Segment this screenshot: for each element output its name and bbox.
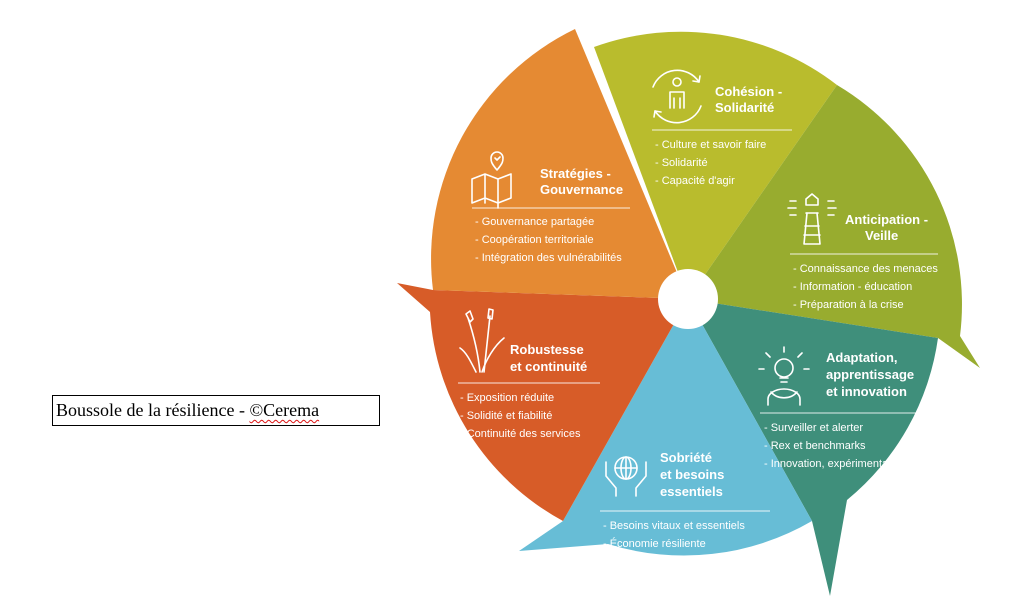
lighthouse-icon <box>787 193 837 245</box>
sector-sobriete-title-2: et besoins <box>660 467 724 482</box>
sector-anticipation-item-2: - Information - éducation <box>793 281 912 293</box>
sector-cohesion-shape <box>594 31 837 299</box>
sector-robustesse-title-2: et continuité <box>510 359 587 374</box>
sector-anticipation-title-2: Veille <box>865 228 898 243</box>
sector-adaptation-item-2: - Rex et benchmarks <box>764 440 866 452</box>
sector-robustesse-title-1: Robustesse <box>510 342 584 357</box>
figure-caption: Boussole de la résilience - ©Cerema <box>52 395 380 426</box>
sector-adaptation-title-3: et innovation <box>826 384 907 399</box>
sector-strategies-item-2: - Coopération territoriale <box>475 234 594 246</box>
sector-sobriete-item-3: - Limites planétaires et ressources <box>603 556 771 568</box>
caption-text: Boussole de la résilience - <box>56 400 250 420</box>
sector-strategies-item-3: - Intégration des vulnérabilités <box>475 252 622 264</box>
sector-adaptation-item-3: - Innovation, expérimentation <box>764 458 906 470</box>
sector-anticipation-item-1: - Connaissance des menaces <box>793 263 938 275</box>
sector-robustesse-item-1: - Exposition réduite <box>460 392 554 404</box>
sector-cohesion-item-3: - Capacité d'agir <box>655 175 735 187</box>
sector-strategies-title-2: Gouvernance <box>540 182 623 197</box>
sector-robustesse-item-3: - Continuité des services <box>460 428 581 440</box>
sector-sobriete-item-1: - Besoins vitaux et essentiels <box>603 520 745 532</box>
sector-cohesion-item-1: - Culture et savoir faire <box>655 139 766 151</box>
lightbulb-head-icon <box>758 346 810 406</box>
sector-cohesion-title-2: Solidarité <box>715 100 774 115</box>
sector-adaptation-title-1: Adaptation, <box>826 350 898 365</box>
sector-adaptation-item-1: - Surveiller et alerter <box>764 422 863 434</box>
sector-sobriete-title-1: Sobriété <box>660 450 712 465</box>
sector-robustesse-shape <box>397 283 688 521</box>
sector-strategies-title-1: Stratégies - <box>540 166 611 181</box>
sector-anticipation-title-1: Anticipation - <box>845 212 928 227</box>
sector-sobriete-title-3: essentiels <box>660 484 723 499</box>
sector-adaptation-title-2: apprentissage <box>826 367 914 382</box>
sector-adaptation-shape <box>688 299 938 596</box>
sector-cohesion-item-2: - Solidarité <box>655 157 708 169</box>
people-cycle-icon <box>652 69 702 124</box>
sector-anticipation-item-3: - Préparation à la crise <box>793 299 904 311</box>
map-pin-icon <box>471 151 512 209</box>
sector-cohesion-title-1: Cohésion - <box>715 84 782 99</box>
reeds-icon <box>459 308 505 373</box>
sector-sobriete-shape <box>519 299 812 556</box>
sector-sobriete-item-2: - Économie résiliente <box>603 537 706 550</box>
sector-anticipation-shape <box>688 85 980 368</box>
sector-strategies-shape <box>431 29 688 299</box>
sector-robustesse-item-2: - Solidité et fiabilité <box>460 410 552 422</box>
compass-center <box>658 269 718 329</box>
sector-strategies-item-1: - Gouvernance partagée <box>475 216 594 228</box>
globe-hands-icon <box>605 456 647 497</box>
caption-brand: ©Cerema <box>249 400 320 420</box>
